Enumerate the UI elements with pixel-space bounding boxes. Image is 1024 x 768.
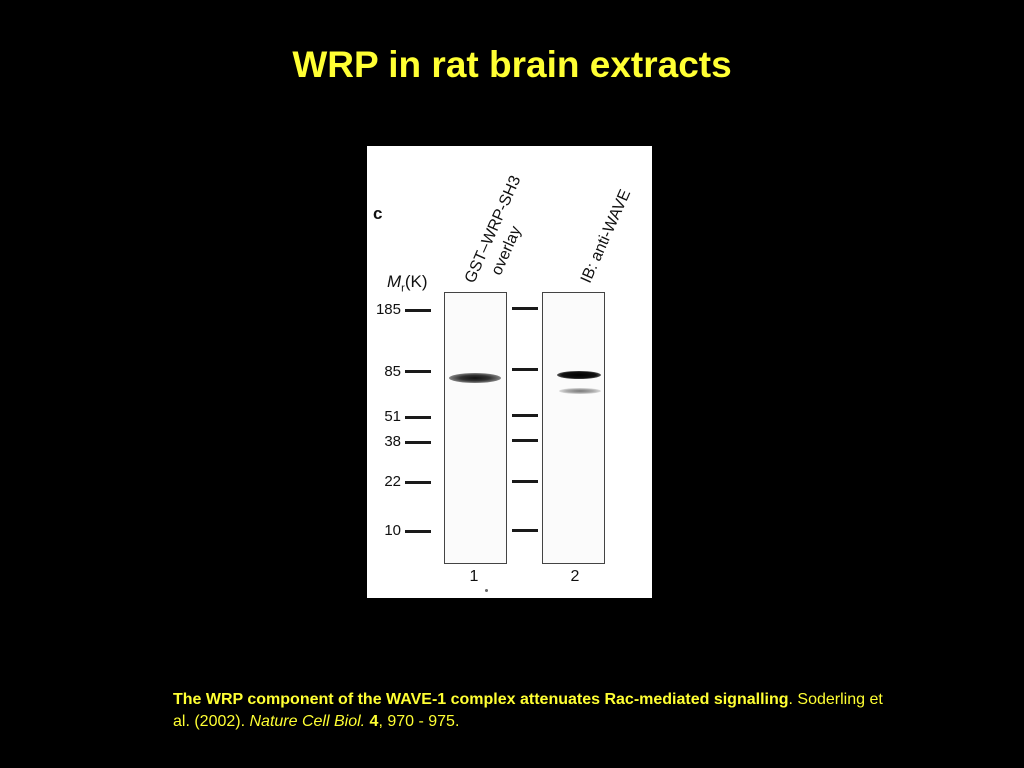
caption-journal: Nature Cell Biol.	[249, 713, 366, 730]
western-blot-figure: c Mr(K) GST–WRP-SH3 overlay IB: anti-WAV…	[367, 146, 652, 598]
marker-tick-left	[405, 309, 431, 312]
marker-label-22: 22	[384, 473, 401, 490]
marker-tick-mid	[512, 480, 538, 483]
molecular-weight-label: Mr(K)	[387, 272, 428, 294]
marker-tick-mid	[512, 439, 538, 442]
marker-label-51: 51	[384, 408, 401, 425]
marker-tick-left	[405, 416, 431, 419]
caption-article-title: The WRP component of the WAVE-1 complex …	[173, 691, 789, 708]
lane1-header: GST–WRP-SH3 overlay	[460, 172, 545, 295]
caption-authors: . Soderling et al. (2002).	[173, 691, 883, 730]
lane-1	[444, 292, 507, 592]
caption-pages: , 970 - 975.	[378, 713, 460, 730]
lane2-number: 2	[570, 568, 580, 585]
marker-label-185: 185	[375, 301, 401, 318]
speck	[485, 589, 488, 592]
marker-tick-left	[405, 441, 431, 444]
slide-title: WRP in rat brain extracts	[292, 44, 732, 85]
marker-tick-mid	[512, 307, 538, 310]
marker-tick-mid	[512, 529, 538, 532]
lane2-header-text: IB: anti-WAVE	[577, 187, 635, 286]
marker-label-85: 85	[384, 363, 401, 380]
citation-caption: The WRP component of the WAVE-1 complex …	[173, 689, 893, 733]
marker-label-38: 38	[384, 433, 401, 450]
mr-symbol: M	[387, 272, 402, 291]
mr-unit: (K)	[404, 272, 428, 291]
lane1-number: 1	[469, 568, 479, 585]
lane2-header: IB: anti-WAVE	[576, 186, 636, 286]
marker-tick-left	[405, 370, 431, 373]
band-lane2-85k	[557, 371, 601, 379]
marker-tick-mid	[512, 368, 538, 371]
lane-2	[542, 292, 605, 564]
band-lane2-faint	[559, 388, 601, 394]
panel-letter: c	[373, 204, 383, 223]
marker-label-10: 10	[384, 522, 401, 539]
marker-tick-left	[405, 530, 431, 533]
mr-subscript: r	[401, 282, 405, 295]
caption-volume: 4	[369, 713, 379, 730]
band-lane1-85k	[449, 373, 501, 383]
marker-tick-mid	[512, 414, 538, 417]
marker-tick-left	[405, 481, 431, 484]
